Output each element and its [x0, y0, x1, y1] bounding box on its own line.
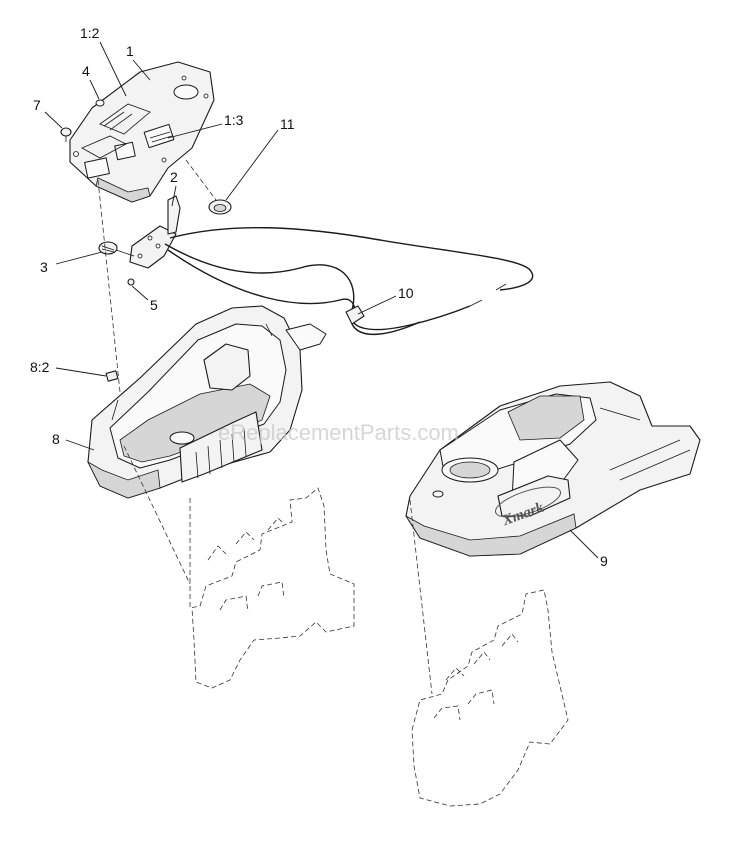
clip-plate-right	[411, 589, 569, 807]
callout-2: 2	[170, 169, 178, 185]
callout-5: 5	[150, 297, 158, 313]
lever-assembly	[98, 195, 181, 286]
callout-7: 7	[33, 97, 41, 113]
callout-10: 10	[398, 285, 414, 301]
callout-1-2: 1:2	[80, 25, 100, 41]
console-shroud-part-8	[87, 305, 327, 499]
console-shroud-part-9	[405, 381, 701, 557]
callout-8: 8	[52, 431, 60, 447]
control-panel-plate	[69, 61, 215, 203]
callout-4: 4	[82, 63, 90, 79]
leader-lines	[44, 41, 599, 559]
callout-9: 9	[600, 553, 608, 569]
screw-part-7	[60, 127, 72, 142]
callout-8-2: 8:2	[30, 359, 50, 375]
clip-plate-left	[189, 487, 355, 689]
callout-1-3: 1:3	[224, 112, 244, 128]
callout-3: 3	[40, 259, 48, 275]
throttle-cables	[164, 226, 534, 335]
watermark-text: eReplacementParts.com	[218, 420, 459, 445]
callout-11: 11	[280, 116, 295, 132]
alignment-lines	[97, 159, 433, 695]
callout-labels: 1:2 1 4 7 1:3 11 2 3 5 10 8:2 8 9	[30, 25, 608, 569]
knob-part-4	[95, 99, 105, 107]
callout-1: 1	[126, 43, 134, 59]
grommet-part-11	[208, 199, 232, 215]
